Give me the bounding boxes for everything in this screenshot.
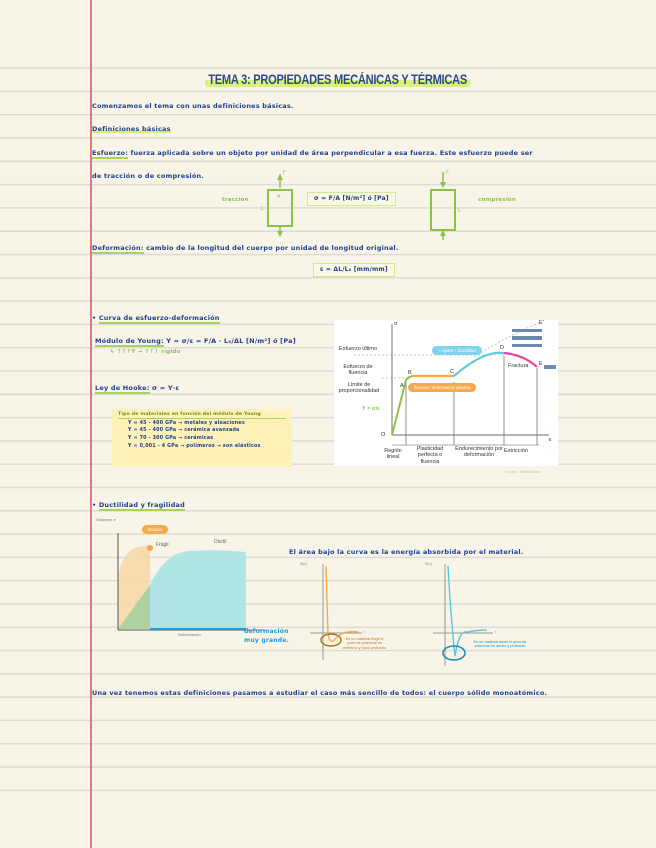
ductile-well-note: En un material dúctil el pozo de potenci… — [473, 640, 527, 649]
compression-block-icon: F L — [430, 170, 461, 240]
svg-text:L: L — [261, 206, 264, 212]
point-c: C — [450, 369, 454, 375]
intro-text: Comenzamos el tema con unas definiciones… — [92, 102, 294, 110]
svg-text:F: F — [446, 170, 449, 176]
ductility-y-axis-label: Esfuerzo σ — [96, 517, 116, 522]
stress-strain-diagram: σ ε Esfuerzo último Esfuerzo de fluencia… — [334, 320, 558, 466]
ductil-label: Dúctil — [214, 539, 227, 545]
young-label: Módulo de Young: — [95, 337, 164, 347]
margin-line — [90, 0, 92, 848]
svg-text:A: A — [277, 194, 281, 200]
epsilon-axis-label: ε — [549, 437, 552, 443]
esfuerzo-definition-line1: Esfuerzo: fuerza aplicada sobre un objet… — [92, 149, 533, 159]
point-e: E — [539, 361, 543, 367]
proportional-limit-label: Límite de proporcionalidad — [338, 382, 380, 395]
sigma-axis-label: σ — [394, 321, 398, 327]
closing-text: Una vez tenemos estas definiciones pasam… — [92, 689, 548, 697]
region-hardening: Endurecimiento por deformación — [455, 446, 503, 459]
fracture-label: Fractura — [508, 363, 529, 369]
hooke-formula: σ = Y·ε — [151, 384, 180, 392]
esfuerzo-text: fuerza aplicada sobre un objeto por unid… — [130, 149, 533, 157]
point-b: B — [408, 370, 412, 376]
orange-pill-note: fluencia / deformación plástica — [408, 383, 477, 392]
point-a: A — [400, 383, 404, 389]
materials-note-box: Tipo de materiales en función del módulo… — [112, 409, 292, 467]
region-plasticity: Plasticidad perfecta o fluencia — [416, 446, 444, 465]
compresion-label: compresión — [478, 197, 517, 203]
materials-box-title: Tipo de materiales en función del módulo… — [118, 412, 286, 419]
stress-strain-curve-graphic — [354, 322, 556, 446]
deformacion-definition: Deformación: cambio de la longitud del c… — [92, 244, 399, 254]
hooke-label: Ley de Hooke: — [95, 384, 150, 394]
large-deformation-note-2: muy grande. — [244, 637, 289, 644]
ductility-chart: Esfuerzo σ Deformación Frágil Dúctil fra… — [96, 515, 296, 650]
ductilidad-heading-wrap: • Ductilidad y fragilidad — [92, 501, 185, 511]
diagram-credit: Fuente: elaboración — [505, 469, 541, 474]
ductile-phi-label: Φ(r) — [425, 561, 433, 566]
esfuerzo-definition-line2: de tracción o de compresión. — [92, 172, 204, 180]
young-formula: Y = σ/ε = F/A · L₀/ΔL [N/m²] ó [Pa] — [166, 337, 296, 345]
region-necking: Estricción — [504, 448, 528, 454]
ductile-potential-well — [433, 564, 493, 666]
hooke-line: Ley de Hooke: σ = Y·ε — [95, 384, 180, 394]
esfuerzo-term: Esfuerzo: — [92, 149, 129, 159]
area-under-curve-note: El área bajo la curva es la energía abso… — [289, 548, 524, 556]
deformacion-term: Deformación: — [92, 244, 144, 254]
stress-formula: σ = F/A [N/m²] ó [Pa] — [307, 192, 396, 206]
curva-heading: Curva de esfuerzo-deformación — [98, 314, 220, 324]
cyan-pill-note: ↑ rigidez ↓ ductilidad — [432, 346, 482, 355]
fragile-potential-well — [310, 564, 362, 660]
young-modulus-line: Módulo de Young: Y = σ/ε = F/A · L₀/ΔL [… — [95, 337, 296, 347]
point-o: O — [381, 432, 386, 438]
yield-stress-label: Esfuerzo de fluencia — [343, 364, 373, 377]
materials-row: Y ≈ 0,001 - 4 GPa → polímeros → son elás… — [128, 443, 261, 449]
ultimate-stress-label: Esfuerzo último — [339, 346, 377, 352]
traccion-label: tracción — [222, 197, 249, 203]
materials-row: Y ≈ 45 - 400 GPa → metales y aleaciones — [128, 420, 245, 426]
svg-text:F: F — [283, 170, 286, 176]
large-deformation-note-1: deformación — [244, 628, 289, 635]
point-d: D — [500, 345, 504, 351]
traction-block-icon: F L A — [261, 170, 293, 237]
young-note: ↳ ↑↑↑Y → ↑↑↑ rígido — [110, 349, 181, 355]
young-annotation: Y = σ/ε — [362, 406, 380, 412]
ductility-x-axis-label: Deformación — [178, 632, 201, 637]
fragile-phi-label: Φ(r) — [300, 561, 308, 566]
top-blank-area — [0, 0, 656, 62]
materials-row: Y ≈ 70 - 300 GPa → cerámicas — [128, 436, 214, 442]
deformacion-text: cambio de la longitud del cuerpo por uni… — [146, 244, 399, 252]
page-title: TEMA 3: PROPIEDADES MECÁNICAS Y TÉRMICAS — [205, 72, 471, 87]
ductility-chart-graphic — [117, 533, 264, 631]
definitions-heading: Definiciones básicas — [92, 125, 171, 133]
region-linear: Región lineal — [384, 448, 402, 461]
svg-text:L: L — [458, 208, 461, 214]
ductile-r-label: r — [495, 629, 497, 634]
strain-formula: ε = ΔL/L₀ [mm/mm] — [313, 263, 395, 277]
materials-row: Y ≈ 45 - 400 GPa → cerámica avanzada — [128, 428, 240, 434]
fragile-r-label: r — [364, 629, 366, 634]
curva-heading-wrap: • Curva de esfuerzo-deformación — [92, 314, 220, 324]
fragil-label: Frágil — [156, 542, 169, 548]
ductilidad-heading: Ductilidad y fragilidad — [98, 501, 185, 511]
point-e-prime: E' — [539, 320, 544, 326]
fracture-pill: fractura — [142, 525, 169, 534]
fragile-well-note: En un material frágil el pozo de potenci… — [343, 637, 386, 650]
bottom-blank-area — [0, 792, 656, 848]
